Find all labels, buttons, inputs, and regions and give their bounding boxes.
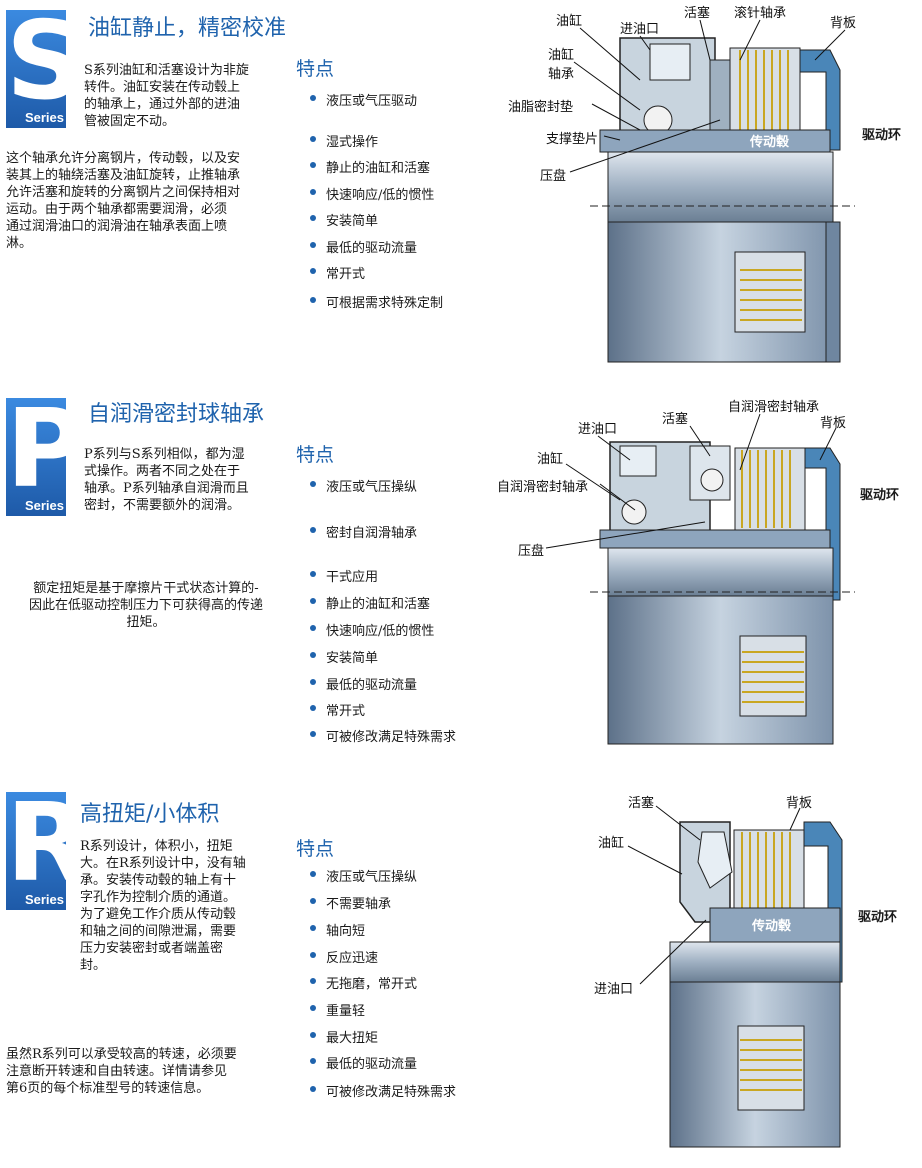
s-section-title: 油缸静止，精密校准: [88, 16, 287, 41]
r-label-back-plate: 背板: [786, 796, 813, 811]
r-label-inlet: 进油口: [594, 982, 634, 997]
logo-sub: Series: [24, 498, 64, 513]
r-description: 虽然R系列可以承受较高的转速，必须要注意断开转速和自由转速。详情请参见 第6页的…: [6, 1047, 237, 1096]
s-label-cyl-bearing: 油缸轴承: [548, 48, 575, 82]
s-label-piston: 活塞: [684, 6, 711, 21]
r-series-logo: R Series: [6, 784, 89, 910]
p-label-inlet: 进油口: [578, 422, 618, 437]
p-series-diagram: [590, 441, 855, 745]
s-hub-label: 传动毂: [749, 134, 790, 150]
p-label-pressure-plate: 压盘: [518, 544, 545, 559]
r-label-cylinder: 油缸: [598, 836, 625, 851]
p-description: 额定扭矩是基于摩擦片干式状态计算的-因此在低驱动控制压力下可获得高的传递 扭矩。: [28, 581, 263, 630]
logo-letter: P: [6, 387, 86, 512]
r-series-diagram: 传动毂: [669, 821, 843, 1148]
r-intro: R系列设计，体积小，扭矩大。在R系列设计中，没有轴 承。安装传动毂的轴上有十字孔…: [80, 839, 246, 973]
s-label-inlet: 进油口: [620, 22, 660, 37]
p-label-back-plate: 背板: [820, 416, 847, 431]
s-series-logo: S Series: [6, 2, 84, 128]
s-series-diagram: 传动毂: [590, 37, 855, 363]
p-label-piston: 活塞: [662, 412, 689, 427]
s-label-pressure-plate: 压盘: [540, 169, 567, 184]
p-label-self-bearing: 自润滑密封轴承: [497, 480, 589, 495]
s-features-title: 特点: [296, 58, 335, 80]
p-section-title: 自润滑密封球轴承: [88, 402, 265, 427]
p-intro: P系列与S系列相似，都为湿式操作。两者不同之处在于 轴承。P系列轴承自润滑而且密…: [84, 447, 249, 513]
r-features-title: 特点: [296, 838, 335, 860]
s-intro: S系列油缸和活塞设计为非旋转件。油缸安装在传动毂上 的轴承上，通过外部的进油管被…: [84, 63, 249, 129]
r-label-piston: 活塞: [628, 796, 655, 811]
p-series-logo: P Series: [6, 390, 85, 516]
s-label-back-plate: 背板: [830, 16, 857, 31]
logo-sub: Series: [24, 892, 64, 907]
p-label-seal-bearing: 自润滑密封轴承: [728, 400, 820, 415]
r-hub-label: 传动毂: [751, 918, 792, 934]
p-label-cylinder: 油缸: [537, 452, 564, 467]
p-label-drive-ring: 驱动环: [860, 488, 900, 503]
s-description: 这个轴承允许分离钢片，传动毂，以及安装其上的轴绕活塞及油缸旋转，止推轴承 允许活…: [6, 151, 241, 251]
logo-letter: S: [6, 0, 84, 124]
r-section-title: 高扭矩/小体积: [80, 802, 220, 827]
s-label-cylinder: 油缸: [556, 14, 583, 29]
s-label-grease-seal: 油脂密封垫: [508, 100, 574, 115]
s-label-support-spacer: 支撑垫片: [546, 132, 599, 147]
logo-letter: R: [6, 781, 90, 906]
s-label-drive-ring: 驱动环: [862, 128, 902, 143]
r-label-drive-ring: 驱动环: [858, 910, 898, 925]
logo-sub: Series: [24, 110, 64, 125]
s-label-needle-bearing: 滚针轴承: [734, 6, 787, 21]
p-features-title: 特点: [296, 444, 335, 466]
